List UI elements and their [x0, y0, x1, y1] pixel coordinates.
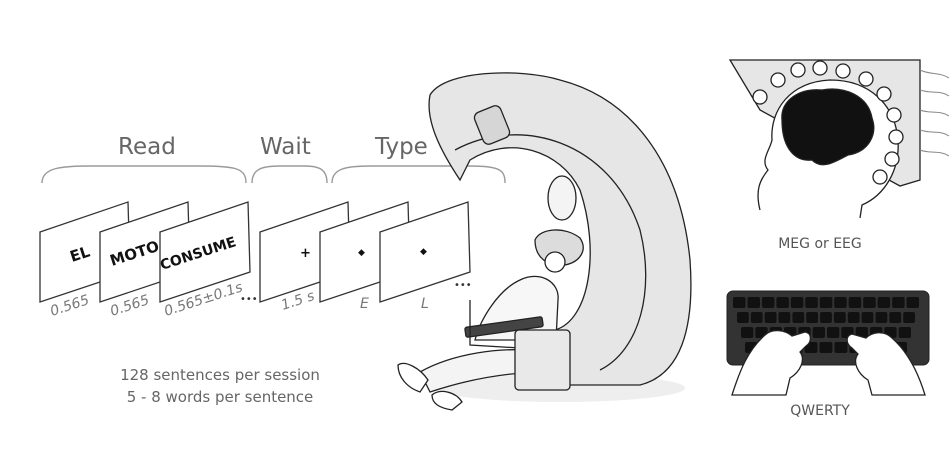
- keyboard-illustration: [726, 290, 930, 396]
- card-word-1-text: EL: [68, 242, 93, 265]
- ellipsis-1: •••: [240, 294, 258, 305]
- phase-type-label: Type: [375, 134, 428, 160]
- key: [819, 342, 833, 353]
- key: [861, 312, 874, 323]
- key: [892, 297, 905, 308]
- right-hand: [846, 332, 926, 396]
- key: [889, 312, 902, 323]
- key: [855, 327, 868, 338]
- key: [903, 312, 915, 323]
- key: [750, 312, 763, 323]
- key: [806, 312, 818, 323]
- card-key-l-dot: ◆: [420, 247, 427, 257]
- card-key-l: ◆: [379, 201, 471, 303]
- key: [764, 312, 777, 323]
- wait-brace: [251, 165, 328, 184]
- timing-key-l: L: [421, 296, 429, 312]
- sensor-circles: [752, 60, 904, 185]
- key: [875, 312, 888, 323]
- phase-read-label: Read: [118, 134, 176, 160]
- key: [761, 297, 775, 308]
- type-brace: [331, 165, 506, 184]
- phase-wait-label: Wait: [260, 134, 311, 160]
- key: [776, 297, 789, 308]
- fixation-cross: +: [300, 246, 311, 261]
- card-key-e-dot: ◆: [358, 248, 365, 258]
- caption-keyboard: QWERTY: [790, 403, 850, 419]
- key: [778, 312, 791, 323]
- stat-words: 5 - 8 words per sentence: [126, 388, 314, 406]
- key: [833, 312, 846, 323]
- key: [847, 312, 860, 323]
- key: [906, 297, 919, 308]
- key: [737, 312, 749, 323]
- key: [863, 297, 876, 308]
- key: [819, 297, 833, 308]
- key: [812, 327, 825, 338]
- key: [834, 342, 848, 353]
- ellipsis-2: •••: [454, 280, 472, 291]
- meg-head-illustration: [728, 59, 949, 219]
- stat-sentences: 128 sentences per session: [120, 366, 320, 384]
- caption-meg: MEG or EEG: [778, 236, 862, 252]
- key: [792, 312, 805, 323]
- key: [741, 327, 754, 338]
- key: [877, 297, 891, 308]
- key: [834, 297, 847, 308]
- timing-key-e: E: [360, 296, 369, 312]
- key: [733, 297, 746, 308]
- key: [898, 327, 911, 338]
- card-word-3: CONSUME: [158, 201, 251, 303]
- brain-icon: [781, 88, 875, 166]
- key: [848, 297, 862, 308]
- key: [747, 297, 760, 308]
- key: [827, 327, 840, 338]
- key: [805, 297, 818, 308]
- left-hand: [731, 329, 812, 396]
- meg-scanner-illustration: [397, 72, 692, 411]
- key: [790, 297, 804, 308]
- key: [820, 312, 832, 323]
- read-brace: [41, 165, 247, 184]
